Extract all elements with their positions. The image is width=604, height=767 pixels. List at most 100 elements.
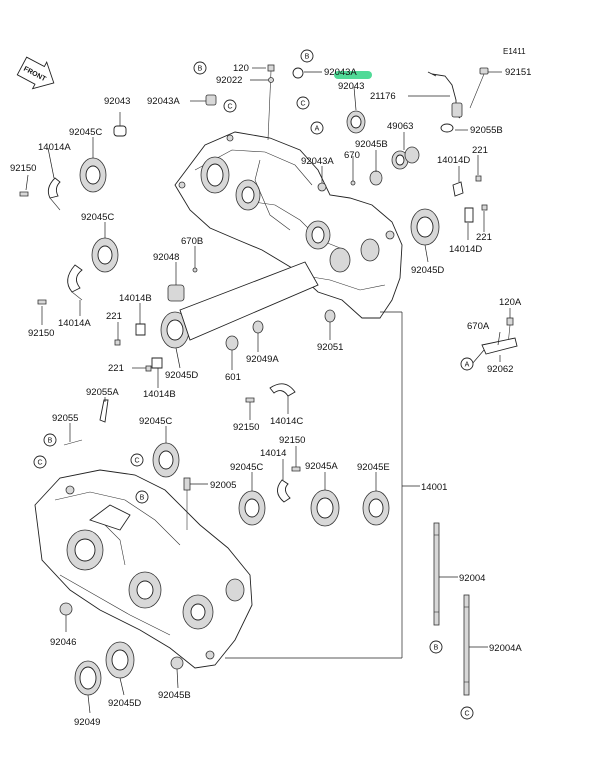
bolt-120-top[interactable]	[267, 64, 275, 141]
label-92004a: 92004A	[489, 643, 522, 654]
label-221-2: 221	[476, 232, 492, 243]
bearing-92045b-top[interactable]	[369, 170, 383, 186]
clip-14014c[interactable]	[269, 383, 296, 397]
label-14001: 14001	[421, 482, 447, 493]
plug-92046[interactable]	[59, 602, 73, 616]
label-49063: 49063	[387, 121, 413, 132]
svg-text:A: A	[315, 126, 320, 133]
label-92045d-2: 92045D	[165, 370, 198, 381]
oil-seal-92049[interactable]	[74, 660, 102, 696]
label-14014a-2: 14014A	[58, 318, 91, 329]
diagram-code: E1411	[503, 47, 526, 56]
label-14014d-1: 14014D	[437, 155, 470, 166]
svg-text:C: C	[134, 458, 139, 465]
label-92051: 92051	[317, 342, 343, 353]
stud-92004a[interactable]	[463, 594, 470, 696]
bracket-92062[interactable]	[481, 337, 518, 355]
bolt-221-1[interactable]	[475, 175, 482, 182]
svg-text:C: C	[37, 460, 42, 467]
seal-92043-top[interactable]	[346, 110, 366, 134]
oring-92051[interactable]	[324, 309, 336, 323]
bearing-92045a[interactable]	[310, 489, 340, 527]
label-92043a-top: 92043A	[324, 67, 357, 78]
bolt-221-3[interactable]	[114, 339, 121, 346]
label-92055: 92055	[52, 413, 78, 424]
label-92004: 92004	[459, 573, 485, 584]
clip-14014d-upper[interactable]	[452, 181, 464, 197]
label-92046: 92046	[50, 637, 76, 648]
pin-670[interactable]	[350, 180, 356, 186]
bearing-92045c-mid[interactable]	[152, 442, 180, 478]
label-92048: 92048	[153, 252, 179, 263]
oring-92049a[interactable]	[252, 320, 264, 334]
seal-92055b[interactable]	[440, 123, 454, 133]
dowel-92043a-left[interactable]	[205, 94, 217, 106]
screw-92150-lower[interactable]	[291, 466, 301, 472]
bearing-49063[interactable]	[391, 146, 420, 170]
label-14014a-1: 14014A	[38, 142, 71, 153]
lower-crankcase-half[interactable]	[34, 469, 253, 669]
ref-b-top: B	[300, 49, 314, 63]
label-92045a: 92045A	[305, 461, 338, 472]
bolt-92151[interactable]	[469, 67, 489, 109]
oring-92045b-bottom[interactable]	[170, 656, 184, 670]
ref-circles: B B C C A A B C C B B C	[33, 49, 474, 720]
label-92043-left: 92043	[104, 96, 130, 107]
label-92150-3: 92150	[233, 422, 259, 433]
clip-14014b-upper[interactable]	[135, 323, 146, 336]
label-92151: 92151	[505, 67, 531, 78]
clip-14014b-lower[interactable]	[151, 357, 163, 369]
label-670b: 670B	[181, 236, 203, 247]
label-92045d-3: 92045D	[108, 698, 141, 709]
pin-92055[interactable]	[63, 439, 83, 446]
bearing-92045c-lower[interactable]	[238, 490, 266, 526]
label-92043a-left: 92043A	[147, 96, 180, 107]
label-92045c-1: 92045C	[69, 127, 102, 138]
label-601: 601	[225, 372, 241, 383]
clip-14014a-upper[interactable]	[47, 177, 61, 211]
stud-92004[interactable]	[433, 522, 440, 626]
ref-a-right: A	[460, 357, 474, 371]
bushing-92048[interactable]	[167, 284, 185, 302]
clip-14014a-lower[interactable]	[67, 264, 83, 301]
bearing-92045c-left[interactable]	[91, 237, 119, 273]
label-92062: 92062	[487, 364, 513, 375]
oil-pipe-21176[interactable]	[427, 71, 463, 119]
label-92045c-3: 92045C	[139, 416, 172, 427]
washer-92022[interactable]	[268, 77, 274, 83]
bolt-221-2[interactable]	[481, 204, 488, 211]
dowel-92043a-mid[interactable]	[317, 182, 327, 192]
screw-92150-mid[interactable]	[245, 397, 255, 403]
label-14014: 14014	[260, 448, 286, 459]
clip-14014[interactable]	[277, 479, 291, 503]
label-14014c: 14014C	[270, 416, 303, 427]
screw-92150-left-top[interactable]	[19, 191, 29, 197]
svg-text:B: B	[198, 66, 203, 73]
screw-92150-left-bot[interactable]	[37, 299, 47, 305]
pin-670b[interactable]	[192, 267, 198, 273]
label-92045c-2: 92045C	[81, 212, 114, 223]
label-92150-4: 92150	[279, 435, 305, 446]
bearing-92045d-bottom[interactable]	[105, 641, 135, 679]
bushing-92043-left[interactable]	[113, 125, 127, 137]
bearing-92045c-upper-left[interactable]	[79, 157, 107, 193]
svg-text:C: C	[227, 104, 232, 111]
bearing-92045d-center[interactable]	[160, 311, 190, 349]
bearing-92045d-right[interactable]	[410, 208, 440, 246]
label-670-top: 670	[344, 150, 360, 161]
upper-crankcase-half[interactable]	[174, 131, 403, 319]
bolt-221-4[interactable]	[145, 365, 152, 372]
svg-text:A: A	[465, 362, 470, 369]
label-92055b: 92055B	[470, 125, 503, 136]
dowel-92043a-top[interactable]	[292, 67, 304, 79]
pipe-92055a[interactable]	[99, 399, 109, 423]
ref-c-stud: C	[460, 706, 474, 720]
label-92043a-mid: 92043A	[301, 156, 334, 167]
bearing-92045e[interactable]	[362, 490, 390, 526]
front-arrow: FRONT	[16, 56, 55, 90]
cylinder-sleeve-long[interactable]	[179, 261, 319, 341]
clip-14014d-lower[interactable]	[464, 207, 474, 223]
label-14014d-2: 14014D	[449, 244, 482, 255]
oring-601[interactable]	[225, 335, 239, 351]
